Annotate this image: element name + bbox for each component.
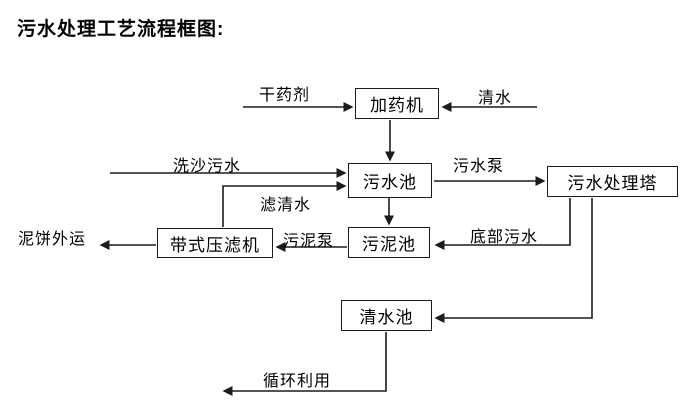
edge-label-bottom-sewage: 底部污水 xyxy=(470,229,539,246)
node-sewage-pool: 污水池 xyxy=(348,163,432,198)
edge-label-recycle: 循环利用 xyxy=(263,373,332,390)
edge-label-mud-cake-out: 泥饼外运 xyxy=(18,231,87,248)
page-title: 污水处理工艺流程框图: xyxy=(17,19,225,40)
node-sludge-pool: 污泥池 xyxy=(348,227,430,258)
node-clean-water-pool: 清水池 xyxy=(341,300,432,331)
node-treatment-tower: 污水处理塔 xyxy=(547,166,678,197)
node-belt-filter-press: 带式压滤机 xyxy=(157,228,273,258)
edge-label-dry-agent: 干药剂 xyxy=(259,87,311,104)
edge-label-sludge-pump: 污泥泵 xyxy=(283,233,335,250)
edge-label-filtered-water: 滤清水 xyxy=(260,197,312,214)
edge-label-sand-wash-sewage: 洗沙污水 xyxy=(173,158,242,175)
node-dosing-machine: 加药机 xyxy=(355,88,439,119)
edge-label-sewage-pump: 污水泵 xyxy=(453,158,505,175)
edge-label-clean-water: 清水 xyxy=(478,90,513,107)
edge-tower-to-clean-arrow xyxy=(434,198,593,323)
